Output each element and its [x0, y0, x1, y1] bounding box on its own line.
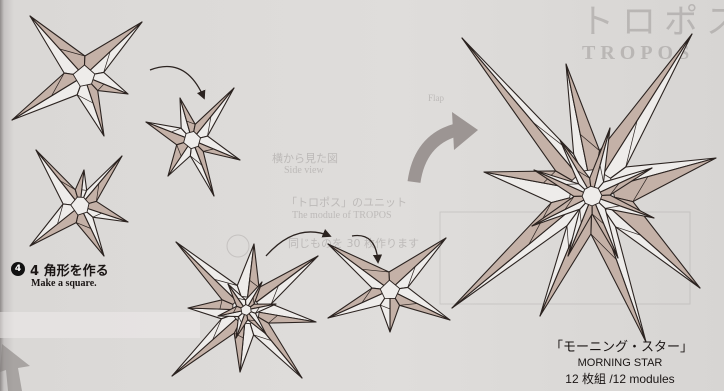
- ghost-circle: [227, 235, 249, 257]
- assembly-module-right: [146, 88, 240, 196]
- assembly-module-bottom-left: [30, 150, 128, 256]
- module-right-facet: [192, 88, 234, 140]
- ghost-arrow: [0, 344, 30, 391]
- module-count: 12 枚組 /12 modules: [550, 371, 690, 387]
- large-arrow-head: [452, 112, 478, 150]
- model-name-en: MORNING STAR: [550, 356, 690, 371]
- square-module-left: [172, 242, 318, 378]
- square-module-right: [328, 238, 450, 332]
- module-top-facet: [30, 16, 85, 76]
- step-title-ja: 4 角形を作る: [30, 260, 109, 279]
- module-bottom-left-facet: [80, 156, 122, 206]
- assembly-arrows: [150, 67, 378, 263]
- result-caption: 「モーニング・スター」 MORNING STAR 12 枚組 /12 modul…: [550, 340, 690, 387]
- star-inner-center: [582, 186, 602, 206]
- morning-star-model: [452, 34, 716, 342]
- step-number-badge: 4: [11, 262, 25, 276]
- large-arrow-shaft: [414, 130, 456, 182]
- assembly-arrow: [150, 67, 204, 99]
- step-title-en: Make a square.: [31, 278, 97, 289]
- assembly-arrow: [266, 232, 330, 256]
- module-top-facet: [84, 22, 142, 76]
- square-right-facet: [390, 238, 446, 290]
- assembly-module-top: [12, 16, 142, 136]
- large-curved-arrow: [414, 112, 478, 182]
- module-bottom-left-facet: [36, 150, 80, 206]
- square-right-facet: [328, 244, 390, 290]
- ghost-band: [0, 312, 200, 338]
- model-name-ja: 「モーニング・スター」: [550, 340, 690, 356]
